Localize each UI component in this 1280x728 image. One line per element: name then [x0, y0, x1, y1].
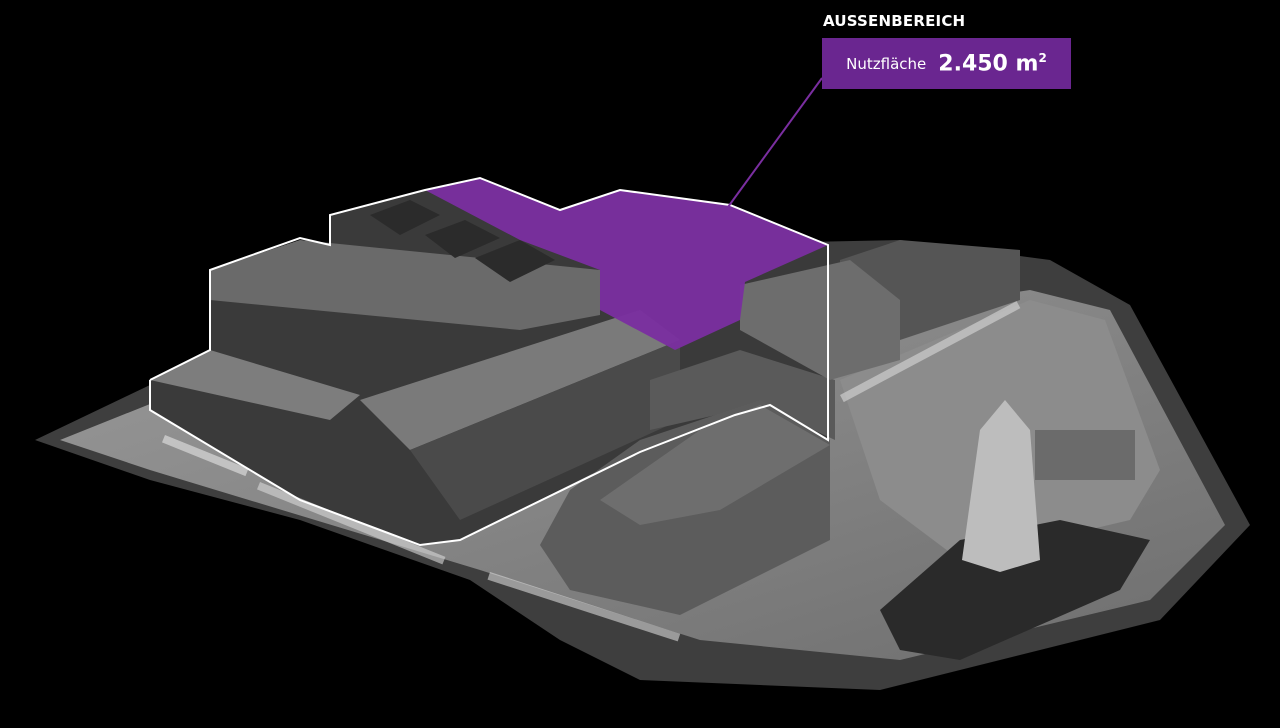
- callout-title: AUSSENBEREICH: [823, 12, 966, 30]
- area-unit-superscript: 2: [1038, 50, 1047, 65]
- highlighted-outdoor-area: [425, 178, 828, 350]
- callout-leader-line: [727, 77, 823, 208]
- callout-box: Nutzfläche 2.450 m2: [822, 38, 1071, 89]
- area-value: 2.450 m: [938, 51, 1039, 77]
- callout-label: Nutzfläche: [846, 54, 927, 73]
- callout-value: 2.450 m2: [938, 51, 1047, 76]
